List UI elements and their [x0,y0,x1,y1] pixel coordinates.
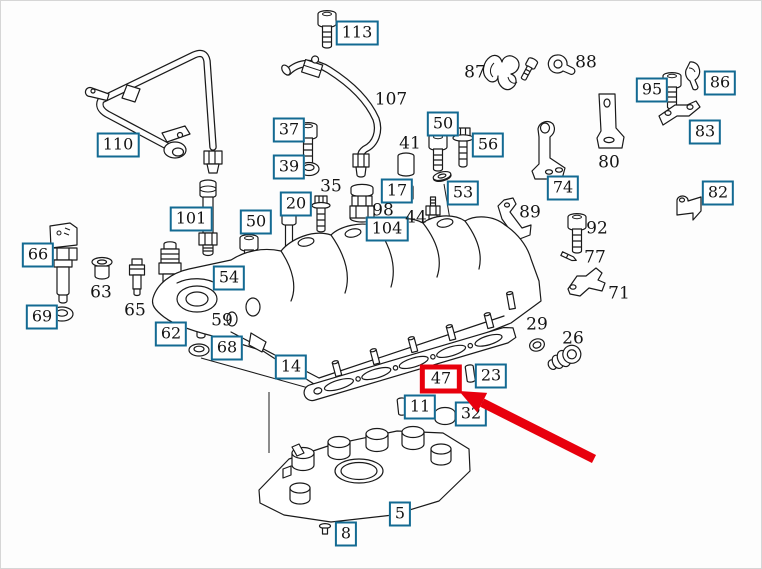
seal-68 [189,344,209,356]
part-label-88: 88 [575,52,597,73]
part-label-63: 63 [90,282,112,303]
sensor-65 [130,259,145,296]
part-label-74[interactable]: 74 [546,175,580,201]
clamp-87 [483,55,519,89]
grommet-63 [92,258,112,280]
fuel-pipe-107 [280,53,378,155]
part-label-101[interactable]: 101 [169,206,213,232]
part-label-62[interactable]: 62 [154,321,188,347]
part-label-41: 41 [399,133,421,154]
clamp-88 [548,55,575,74]
part-label-11[interactable]: 11 [403,394,437,420]
part-label-39[interactable]: 39 [272,154,306,180]
bolt-35 [312,196,330,232]
part-label-82[interactable]: 82 [701,180,735,206]
part-label-53[interactable]: 53 [446,180,480,206]
part-label-113[interactable]: 113 [335,20,379,46]
part-label-5[interactable]: 5 [388,501,412,527]
cylinder-41 [398,153,414,176]
part-label-17[interactable]: 17 [380,178,414,204]
sensor-66 [49,223,77,303]
part-label-44: 44 [405,207,427,228]
part-label-71: 71 [608,283,630,304]
bracket-74 [532,122,565,179]
part-label-107: 107 [374,89,408,110]
bracket-82 [677,196,701,220]
bracket-89 [498,198,531,240]
part-label-65: 65 [124,300,146,321]
bolt-92 [568,214,586,253]
part-label-29: 29 [526,314,548,335]
bracket-83 [659,101,700,125]
part-label-86[interactable]: 86 [703,70,737,96]
cap-32 [435,408,455,425]
part-label-87: 87 [464,62,486,83]
part-label-59: 59 [211,310,233,331]
clamp-86 [686,62,700,90]
part-label-80: 80 [598,152,620,173]
manifold-gasket [302,325,517,403]
bolt-113 [318,11,336,48]
part-label-83[interactable]: 83 [688,119,722,145]
seal-29 [528,337,546,353]
part-label-110[interactable]: 110 [96,132,140,158]
part-label-35: 35 [320,176,342,197]
union-fitting [353,154,369,177]
part-label-47-highlighted[interactable]: 47 [419,364,463,394]
part-label-68[interactable]: 68 [210,335,244,361]
part-label-32[interactable]: 32 [454,401,488,427]
part-label-50[interactable]: 50 [239,209,273,235]
part-label-37[interactable]: 37 [272,117,306,143]
part-label-50[interactable]: 50 [426,111,460,137]
part-label-69[interactable]: 69 [25,304,59,330]
bracket-71 [568,268,605,296]
part-label-14[interactable]: 14 [274,354,308,380]
part-label-20[interactable]: 20 [279,191,313,217]
part-label-66[interactable]: 66 [21,242,55,268]
part-label-104[interactable]: 104 [365,216,409,242]
part-label-77: 77 [584,247,606,268]
flange-studs [332,291,515,376]
part-label-23[interactable]: 23 [474,363,508,389]
part-label-89: 89 [519,202,541,223]
bracket-80 [597,94,624,148]
lower-intake-manifold [259,427,470,523]
upper-intake-manifold [152,216,541,386]
part-label-56[interactable]: 56 [471,132,505,158]
part-label-26: 26 [562,328,584,349]
part-label-98: 98 [372,200,394,221]
part-label-95[interactable]: 95 [635,77,669,103]
screw-88 [519,57,539,82]
part-label-8[interactable]: 8 [334,521,358,547]
part-label-54[interactable]: 54 [212,265,246,291]
pin-77 [561,252,577,262]
plug-26 [545,342,584,374]
fuel-line-110 [85,53,222,173]
washer-53 [432,170,452,183]
screw-8 [320,524,331,534]
part-label-92: 92 [586,218,608,239]
